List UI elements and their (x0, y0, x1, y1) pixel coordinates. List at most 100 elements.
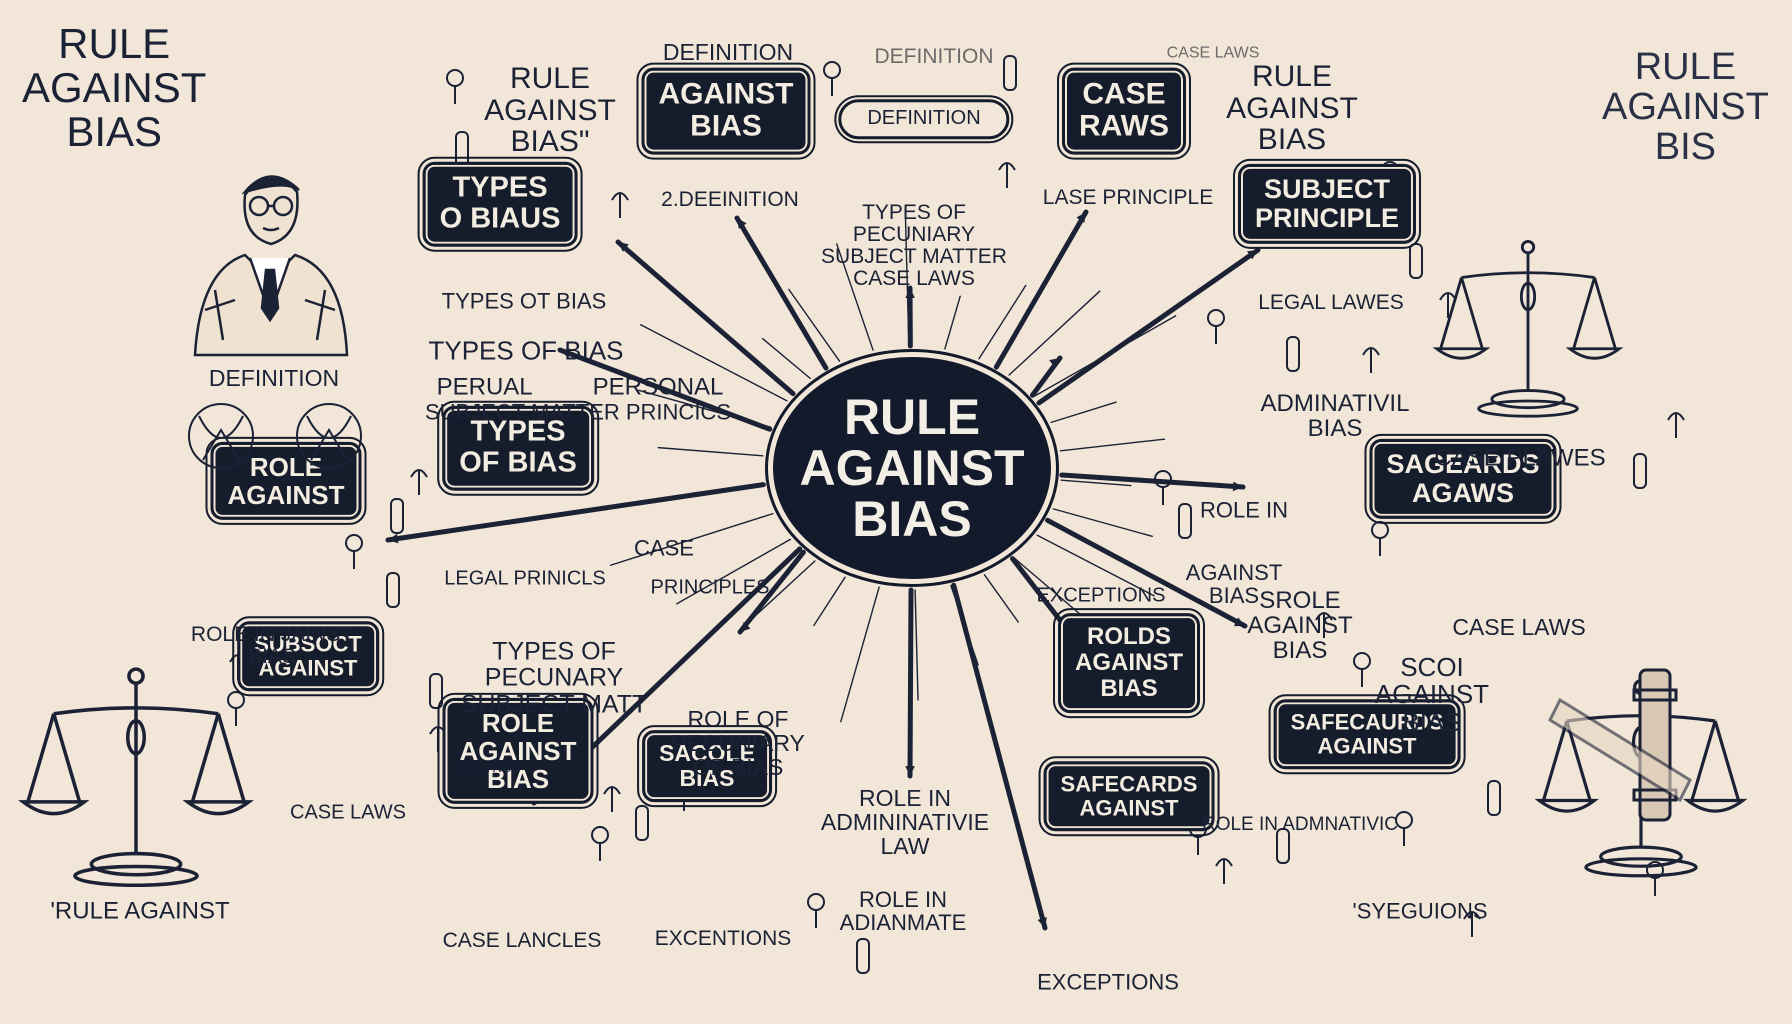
doodle-mark (1154, 470, 1172, 505)
connector-arrowhead (1049, 358, 1060, 368)
connector-line (944, 295, 961, 350)
connector-line (676, 538, 792, 605)
topic-label: ROLE IN (1200, 498, 1288, 521)
topic-label-line: CASE LAWS (1452, 613, 1586, 640)
topic-label: CASE LAWS (1167, 45, 1260, 63)
doodle-mark (1286, 336, 1300, 372)
topic-box-line: AGAINST (1079, 795, 1179, 820)
topic-box-line: AGAINST (227, 480, 345, 510)
connector-line (638, 389, 772, 428)
connector-line (657, 446, 764, 457)
topic-label-line: LASE PRINCIPLE (1042, 185, 1214, 209)
central-topic-line: RULE (843, 388, 981, 445)
topic-label-line: ROLE IN (858, 784, 952, 811)
topic-label: EXCENTIONS (654, 926, 792, 950)
doodle-mark (446, 69, 464, 104)
connector-line (993, 209, 1089, 370)
connector-line (1060, 479, 1132, 487)
topic-label: TYPES OT BIAS (442, 289, 607, 312)
topic-box-line: BIAS (486, 764, 550, 795)
topic-label-line: DEFINITION (874, 44, 994, 68)
topic-label-line: ROLE IN (858, 886, 948, 912)
connector-line (1050, 401, 1117, 424)
lawyer-portrait-icon (175, 140, 365, 360)
topic-label-line: ADIANMATE (839, 910, 967, 935)
connector-line (840, 586, 880, 723)
topic-label-line: CONTROS (455, 760, 521, 776)
topic-label: PRINCIPLES (651, 577, 770, 599)
doodle-mark (227, 691, 245, 726)
topic-box-line: ROLE (249, 451, 323, 482)
topic-label-line: SUBJECT MATT (460, 690, 648, 719)
topic-box-line: CASE (1082, 77, 1166, 111)
connector-line (557, 347, 773, 432)
connector-arrowhead (1234, 617, 1245, 627)
doodle-mark (1633, 453, 1647, 489)
connector-line (746, 560, 816, 625)
topic-label-line: PECUNIARY (671, 729, 805, 756)
topic-box-line: OF BIAS (459, 447, 577, 479)
topic-box-line: SACOLE (659, 740, 755, 767)
topic-label: CASE LANCLES (442, 928, 602, 952)
corner-title-left: RULE AGAINST BIAS (22, 20, 207, 156)
topic-box-line: AGAWS (1411, 478, 1514, 508)
connector-line (951, 582, 1048, 931)
topic-label-line: BIAS (248, 645, 296, 668)
topic-label: LEGAL PRINICLS (444, 567, 606, 590)
topic-label: EXCEPTIONS (1037, 585, 1166, 607)
connector-arrowhead (905, 766, 915, 776)
topic-label-line: ROLE IN (1199, 497, 1289, 523)
topic-box-line: ROLDS (1087, 623, 1171, 651)
connector-arrowhead (737, 218, 747, 229)
doodle-mark (1003, 55, 1017, 91)
topic-label: 'RULE AGAINST (50, 898, 229, 923)
topic-box-line: O BIAUS (439, 203, 561, 235)
topic-label-line: RULE (1251, 59, 1333, 93)
doodle-mark (591, 826, 609, 861)
doodle-mark (611, 192, 629, 218)
ribbon-seal-icon (180, 400, 262, 478)
topic-label: CASE (634, 536, 694, 559)
ribbon-seal-icon (288, 400, 370, 478)
doodle-mark (1409, 243, 1423, 279)
topic-label-line: DEFINITION (208, 364, 340, 391)
doodle-mark (603, 786, 621, 812)
topic-label-line: OF BIAS (692, 754, 784, 781)
topic-label-line: LEGAL PRINICLS (444, 567, 606, 590)
doodle-mark (823, 61, 841, 96)
topic-box-line: AGAINST (1075, 649, 1183, 677)
topic-label-line: PERUAL (436, 373, 533, 401)
connector-line (1036, 534, 1155, 597)
topic-box-line: BIAS (1100, 674, 1158, 702)
topic-label-line: AGAINST (1226, 91, 1358, 125)
topic-label-line: BIAS (1307, 415, 1363, 442)
topic-label-line: EXCENTIONS (654, 926, 792, 950)
topic-box-line: AGAINST (258, 655, 358, 680)
topic-label-line: TYPES OF (492, 637, 616, 666)
topic-label: 2.DEEINITION (661, 188, 799, 211)
topic-label-line: PECUNARY (484, 663, 624, 692)
topic-label: LEGAL LAWES (1258, 291, 1404, 314)
topic-label-line: RULE (509, 61, 591, 95)
topic-label-line: SUBJECT MATTER PRINCICS (425, 399, 731, 425)
connector-arrowhead (388, 533, 399, 544)
connector-line (907, 587, 914, 779)
topic-box-line: PRINCIPLE (1254, 203, 1400, 233)
topic-box-line: AGAINST (658, 77, 794, 111)
topic-box-line: SUBJECT (1263, 173, 1391, 204)
connector-line (1059, 438, 1166, 452)
topic-label: DEFINITION (874, 44, 994, 68)
topic-label-line: AGAINST (484, 93, 616, 127)
topic-label-line: CASE LANCLES (442, 928, 602, 952)
topic-label-line: DEFINITION (662, 38, 794, 65)
